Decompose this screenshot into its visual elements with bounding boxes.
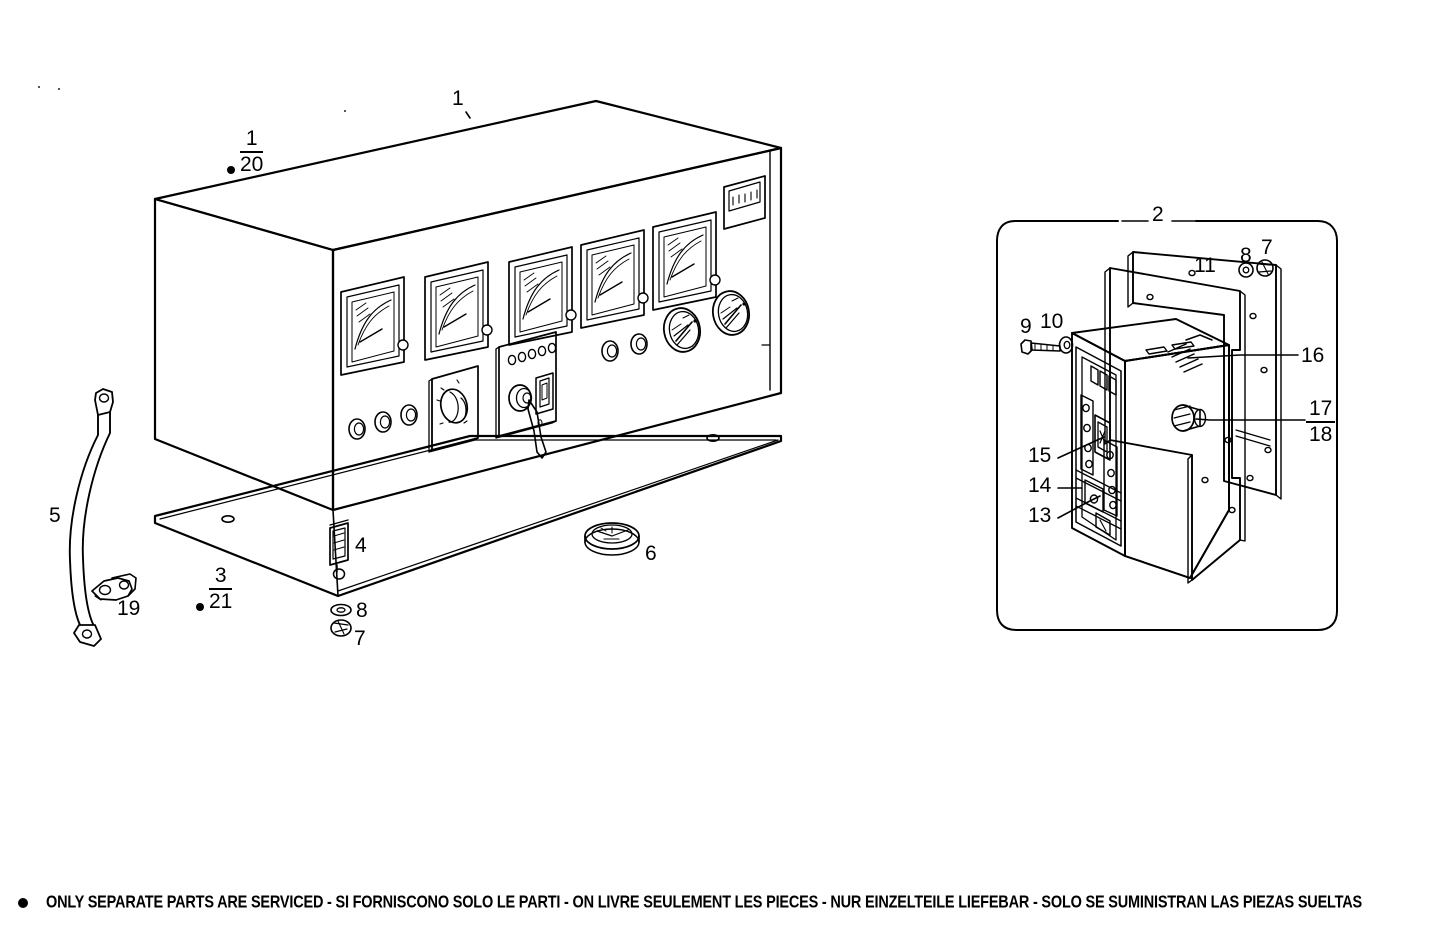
panel-knobs xyxy=(348,404,418,440)
callout-5: 5 xyxy=(49,504,61,527)
callout-11: 11 xyxy=(1194,254,1216,277)
key-switch-panel xyxy=(495,331,557,459)
knob-2 xyxy=(374,411,392,433)
washer-8-right xyxy=(1238,262,1254,278)
breaker-box xyxy=(1071,318,1230,579)
push-buttons xyxy=(601,333,648,362)
callout-7-right: 7 xyxy=(1261,236,1273,259)
callout-2: 2 xyxy=(1152,203,1164,226)
base-plate xyxy=(153,433,783,598)
callout-15: 15 xyxy=(1028,444,1052,467)
gauge-4 xyxy=(580,229,649,329)
callout-1-top: 1 xyxy=(452,87,464,110)
callout-10: 10 xyxy=(1040,310,1064,333)
push-button-2 xyxy=(630,333,648,355)
gauge-1 xyxy=(340,276,409,376)
rocker-switch xyxy=(535,372,554,415)
leader-lines xyxy=(465,111,1306,519)
mounting-bracket xyxy=(1104,267,1271,584)
callout-19: 19 xyxy=(117,597,141,620)
callout-bullet xyxy=(227,166,235,175)
breaker-right-terminals xyxy=(1103,439,1118,517)
callout-9: 9 xyxy=(1020,315,1032,338)
callout-3-21: 3 21 xyxy=(196,564,233,613)
callout-8-right: 8 xyxy=(1240,244,1252,267)
knob-1 xyxy=(348,418,366,440)
detail-balloon xyxy=(996,220,1338,631)
callout-16: 16 xyxy=(1301,344,1325,367)
cover-panel xyxy=(1127,251,1282,500)
scan-artifact xyxy=(58,88,60,90)
push-button-1 xyxy=(601,340,619,362)
callout-7-left: 7 xyxy=(354,627,366,650)
callout-4: 4 xyxy=(355,534,367,557)
callout-6: 6 xyxy=(645,542,657,565)
round-gauge-right xyxy=(711,290,751,336)
vibration-mount xyxy=(329,519,349,580)
nut-7-left xyxy=(330,619,352,637)
washer-8-left xyxy=(330,603,352,617)
breaker-top-contacts xyxy=(1090,365,1117,396)
rectangular-gauges xyxy=(340,211,721,376)
washer-10 xyxy=(1058,336,1074,354)
breaker-faceplate xyxy=(1075,346,1122,547)
scan-artifact xyxy=(38,86,40,88)
cable-gland xyxy=(1171,404,1207,432)
gauge-3 xyxy=(508,246,577,346)
gauge-5 xyxy=(652,211,721,311)
callout-bullet xyxy=(196,603,204,612)
round-gauge-left xyxy=(662,307,702,353)
scan-artifact xyxy=(344,110,346,112)
indicator-lamps xyxy=(507,342,557,366)
gauge-2 xyxy=(424,261,493,361)
breaker-left-terminals xyxy=(1080,394,1094,476)
hour-meter-counter xyxy=(723,175,766,230)
grommet xyxy=(584,522,640,556)
footer-note-text: ONLY SEPARATE PARTS ARE SERVICED - SI FO… xyxy=(46,893,1362,913)
footer-note: ONLY SEPARATE PARTS ARE SERVICED - SI FO… xyxy=(18,893,1418,913)
bolt-9 xyxy=(1020,339,1061,355)
control-panel-box xyxy=(153,99,783,512)
ground-cable xyxy=(68,388,114,647)
callout-14: 14 xyxy=(1028,474,1052,497)
cable-clamp xyxy=(91,573,137,601)
nut-7-right xyxy=(1256,259,1274,277)
knob-3 xyxy=(400,404,418,426)
round-gauges xyxy=(662,290,751,353)
callout-8-left: 8 xyxy=(356,599,368,622)
callout-1-20: 1 20 xyxy=(227,127,264,176)
footer-bullet-icon xyxy=(18,898,28,908)
callout-13: 13 xyxy=(1028,504,1052,527)
callout-17-18: 17 18 xyxy=(1306,397,1336,446)
key-switch xyxy=(508,384,547,459)
rotary-selector-switch xyxy=(428,365,479,453)
